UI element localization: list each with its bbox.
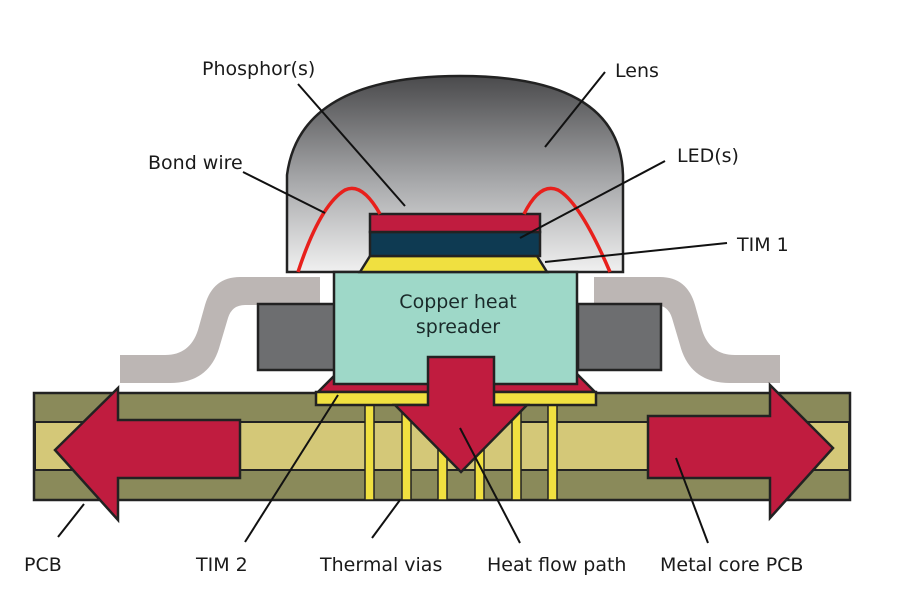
thermal-via (364, 404, 375, 501)
label-bond-wire: Bond wire (148, 152, 243, 174)
left-housing (256, 302, 340, 372)
label-copper-line1: Copper heat (399, 291, 516, 313)
bond-wire-left (296, 186, 382, 273)
label-led: LED(s) (677, 145, 739, 167)
bond-wire-right (522, 186, 612, 273)
led-die (368, 230, 542, 258)
label-lens: Lens (615, 60, 659, 82)
heat-arrow-left (53, 385, 242, 524)
label-thermal-vias: Thermal vias (319, 554, 442, 576)
heat-arrow-right (646, 381, 835, 522)
label-pcb: PCB (24, 554, 62, 576)
tim1-layer (357, 254, 550, 274)
label-heat-flow: Heat flow path (487, 554, 626, 576)
heat-arrow-down (392, 355, 530, 474)
leader-lines (57, 71, 728, 544)
label-tim1: TIM 1 (736, 234, 789, 256)
right-housing (576, 302, 663, 372)
phosphor-layer (368, 212, 542, 234)
thermal-via (547, 404, 558, 501)
label-tim2: TIM 2 (195, 554, 248, 576)
label-copper-line2: spreader (416, 316, 500, 338)
label-metal-core: Metal core PCB (660, 554, 803, 576)
label-phosphor: Phosphor(s) (202, 58, 315, 80)
